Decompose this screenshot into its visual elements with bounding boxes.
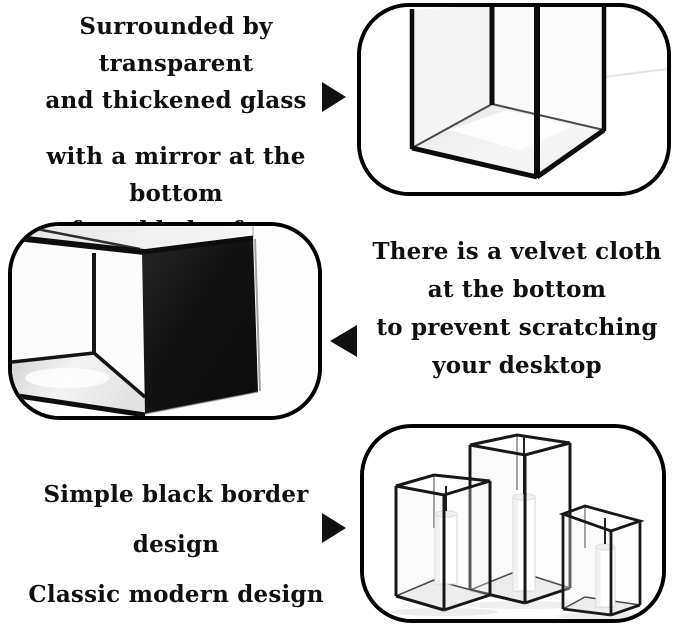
feature-text-glass: Surrounded by transparent and thickened … (2, 8, 350, 249)
feature-text-design: Simple black border design Classic moder… (2, 470, 350, 620)
text-line: Classic modern design (28, 581, 324, 608)
candle-holders-illustration (364, 428, 662, 619)
glass-box-illustration (361, 7, 667, 192)
text-line: with a mirror at the bottom (46, 143, 306, 207)
velvet-bottom-cube-photo (8, 222, 322, 420)
arrow-right-icon (322, 513, 346, 543)
velvet-cube-illustration (12, 226, 318, 416)
text-line: at the bottom (427, 276, 607, 303)
text-line: to prevent scratching (376, 314, 658, 341)
text-line: Surrounded by transparent (79, 13, 273, 77)
feature-text-velvet: There is a velvet cloth at the bottom to… (366, 233, 668, 385)
arrow-left-icon (330, 325, 357, 357)
text-line: your desktop (432, 352, 602, 379)
text-line: There is a velvet cloth (372, 238, 662, 265)
arrow-right-icon (322, 82, 346, 112)
text-line: Simple black border design (43, 481, 309, 558)
three-candle-holders-photo (360, 424, 666, 623)
text-line: and thickened glass (45, 87, 307, 114)
glass-box-interior-photo (357, 3, 671, 196)
